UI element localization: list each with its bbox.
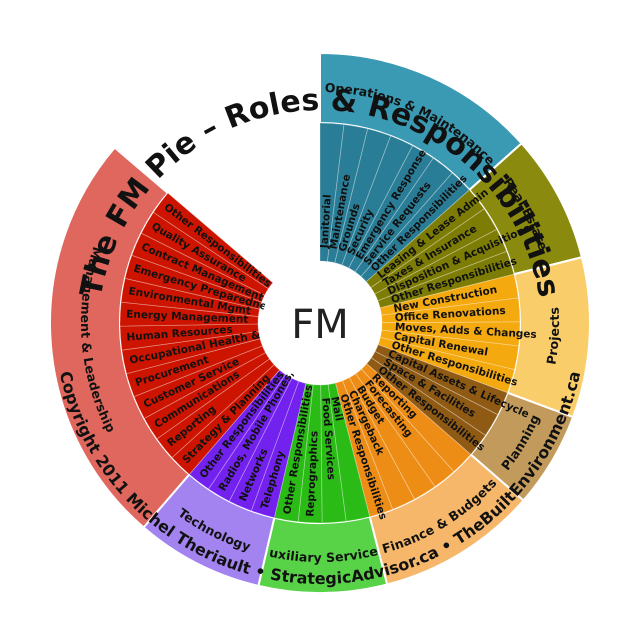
item-sector — [374, 344, 508, 416]
item-sector — [348, 145, 434, 273]
item-sector — [377, 336, 515, 394]
item-sector — [171, 364, 281, 475]
item-sector — [355, 368, 455, 488]
item-sector — [133, 345, 267, 419]
item-sector — [377, 250, 515, 309]
item-sector — [188, 369, 286, 490]
item-sector — [121, 330, 261, 375]
item-sector — [379, 273, 519, 316]
item-sector — [334, 380, 394, 518]
item-sector — [207, 373, 293, 502]
item-sector — [152, 192, 274, 290]
item-sector — [370, 350, 499, 436]
item-sector — [334, 128, 392, 266]
category-label-text: Projects — [543, 307, 562, 366]
item-sector — [319, 122, 345, 262]
item-sector — [327, 124, 369, 264]
category-label-projects: Projects — [543, 307, 562, 366]
inner-item-ring — [119, 122, 521, 524]
item-sector — [354, 157, 453, 278]
item-sector — [374, 228, 508, 302]
item-sector — [327, 382, 371, 522]
item-label: Energy Management — [126, 308, 249, 325]
item-sector — [119, 301, 259, 327]
item-label: Food Services — [319, 397, 337, 480]
item-sector — [342, 377, 416, 510]
item-sector — [370, 208, 498, 295]
item-sector — [341, 135, 414, 269]
item-sector — [365, 189, 485, 289]
item-sector — [228, 377, 300, 512]
item-sector — [140, 211, 269, 296]
outer-category-ring — [48, 51, 591, 594]
item-label: Janitorial — [318, 194, 333, 249]
item-label: Mail — [328, 395, 344, 422]
item-sector — [366, 357, 486, 456]
item-label: Reprographics — [304, 431, 320, 517]
center-circle — [262, 265, 378, 381]
item-sector — [143, 352, 271, 440]
item-sector — [119, 323, 260, 351]
item-sector — [381, 297, 521, 324]
center-label: FM — [291, 302, 349, 348]
item-sector — [381, 321, 521, 347]
